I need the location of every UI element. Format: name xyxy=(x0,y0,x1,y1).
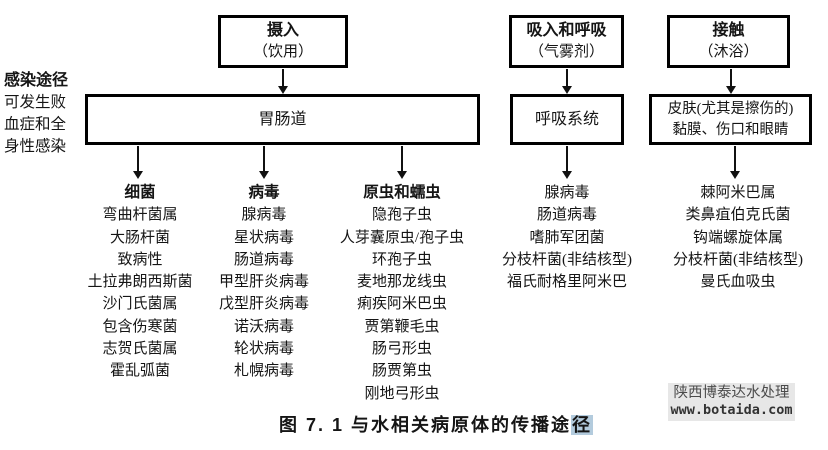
arrow-gi-to-protozoa xyxy=(397,146,407,179)
pathogen-list: 棘阿米巴属类鼻疽伯克氏菌钩端螺旋体属分枝杆菌(非结核型) 曼氏血吸虫 xyxy=(653,182,823,293)
route-title: 摄入 xyxy=(266,22,299,39)
route-subtitle: （饮用） xyxy=(252,44,313,60)
route-title: 接触 xyxy=(712,22,745,39)
watermark-company: 陕西博泰达水处理 xyxy=(673,385,790,401)
system-label-line2: 黏膜、伤口和眼睛 xyxy=(672,121,789,138)
system-box-skin: 皮肤(尤其是擦伤的) 黏膜、伤口和眼睛 xyxy=(649,94,812,145)
watermark: 陕西博泰达水处理 www.botaida.com xyxy=(668,383,795,421)
pathogen-item: 致病性 xyxy=(117,251,163,268)
pathogen-item: 钩端螺旋体属 xyxy=(692,229,783,246)
arrow-gi-to-bacteria xyxy=(133,146,143,179)
note-line: 可发生败 xyxy=(4,94,67,111)
route-subtitle: （沐浴） xyxy=(698,44,759,60)
route-box-contact: 接触 （沐浴） xyxy=(667,15,790,68)
pathogen-item: 肠道病毒 xyxy=(233,251,294,268)
pathogen-item: 大肠杆菌 xyxy=(109,229,170,246)
arrow-contact-to-skin xyxy=(726,69,736,94)
watermark-url: www.botaida.com xyxy=(670,402,793,418)
pathogen-item: 隐孢子虫 xyxy=(371,207,432,224)
pathogen-item: 环孢子虫 xyxy=(371,251,432,268)
note-line: 身性感染 xyxy=(4,138,67,155)
note-line: 血症和全 xyxy=(4,116,67,133)
pathogen-item: 霍乱弧菌 xyxy=(109,363,170,380)
pathogen-column-bacteria: 细菌 弯曲杆菌属大肠杆菌致病性土拉弗朗西斯菌沙门氏菌属包含伤寒菌志贺氏菌属霍乱弧… xyxy=(60,182,220,383)
pathogen-item: 腺病毒 xyxy=(241,207,287,224)
pathogen-column-header: 原虫和蠕虫 xyxy=(363,184,441,201)
pathogen-list: 腺病毒肠道病毒嗜肺军团菌分枝杆菌(非结核型) 福氏耐格里阿米巴 xyxy=(482,182,652,293)
figure-caption: 图 7. 1 与水相关病原体的传播途径 xyxy=(44,411,828,437)
pathogen-item: 志贺氏菌属 xyxy=(102,341,178,358)
pathogen-column-protozoa-helminths: 原虫和蠕虫 隐孢子虫人芽囊原虫/孢子虫环孢子虫麦地那龙线虫痢疾阿米巴虫贾第鞭毛虫… xyxy=(317,182,487,405)
pathogen-column-respiratory: 腺病毒肠道病毒嗜肺军团菌分枝杆菌(非结核型) 福氏耐格里阿米巴 xyxy=(482,182,652,293)
pathogen-list: 隐孢子虫人芽囊原虫/孢子虫环孢子虫麦地那龙线虫痢疾阿米巴虫贾第鞭毛虫肠弓形虫肠贾… xyxy=(317,204,487,405)
pathogen-item: 肠贾第虫 xyxy=(371,363,432,380)
route-title: 吸入和呼吸 xyxy=(526,22,607,39)
pathogen-item: 腺病毒 xyxy=(544,185,590,201)
pathogen-column-header: 病毒 xyxy=(248,184,280,201)
pathogen-item: 痢疾阿米巴虫 xyxy=(356,296,447,313)
pathogen-item: 戊型肝炎病毒 xyxy=(218,296,309,313)
arrow-skin-to-list xyxy=(730,146,740,179)
pathogen-item: 星状病毒 xyxy=(233,229,294,246)
pathogen-item: 福氏耐格里阿米巴 xyxy=(506,274,627,291)
arrow-gi-to-viruses xyxy=(259,146,269,179)
arrow-respiratory-to-list xyxy=(562,146,572,179)
note-title: 感染途径 xyxy=(4,72,69,89)
arrow-inhalation-to-respiratory xyxy=(562,69,572,94)
pathogen-item: 轮状病毒 xyxy=(233,341,294,358)
pathogen-item: 肠弓形虫 xyxy=(371,341,432,358)
pathogen-item: 札幌病毒 xyxy=(233,363,294,380)
pathogen-item: 麦地那龙线虫 xyxy=(356,274,447,291)
pathogen-item: 类鼻疽伯克氏菌 xyxy=(685,207,791,224)
pathogen-item: 肠道病毒 xyxy=(536,207,597,224)
system-box-gi-tract: 胃肠道 xyxy=(85,94,480,145)
route-box-inhalation: 吸入和呼吸 （气雾剂） xyxy=(509,15,624,68)
route-box-ingestion: 摄入 （饮用） xyxy=(218,15,348,68)
pathogen-item: 人芽囊原虫/孢子虫 xyxy=(339,229,465,246)
pathogen-column-skin-contact: 棘阿米巴属类鼻疽伯克氏菌钩端螺旋体属分枝杆菌(非结核型) 曼氏血吸虫 xyxy=(653,182,823,293)
pathogen-item: 分枝杆菌(非结核型) xyxy=(673,251,803,268)
pathogen-item: 诺沃病毒 xyxy=(233,318,294,335)
pathogen-item: 包含伤寒菌 xyxy=(102,318,178,335)
infection-route-note: 感染途径 可发生败 血症和全 身性感染 xyxy=(4,70,86,158)
pathogen-list: 弯曲杆菌属大肠杆菌致病性土拉弗朗西斯菌沙门氏菌属包含伤寒菌志贺氏菌属霍乱弧菌 xyxy=(60,204,220,382)
pathogen-column-viruses: 病毒 腺病毒星状病毒肠道病毒甲型肝炎病毒戊型肝炎病毒诺沃病毒轮状病毒札幌病毒 xyxy=(184,182,344,383)
pathogen-item: 土拉弗朗西斯菌 xyxy=(87,274,193,291)
pathogen-item: 贾第鞭毛虫 xyxy=(364,318,440,335)
arrow-ingestion-to-gi xyxy=(278,69,288,94)
caption-highlight: 径 xyxy=(571,415,594,435)
pathogen-item: 棘阿米巴属 xyxy=(700,185,776,201)
pathogen-list: 腺病毒星状病毒肠道病毒甲型肝炎病毒戊型肝炎病毒诺沃病毒轮状病毒札幌病毒 xyxy=(184,204,344,382)
pathogen-item: 弯曲杆菌属 xyxy=(102,207,178,224)
pathogen-item: 沙门氏菌属 xyxy=(102,296,178,313)
pathogen-column-header: 细菌 xyxy=(124,184,156,201)
route-subtitle: （气雾剂） xyxy=(528,44,604,60)
pathogen-item: 分枝杆菌(非结核型) xyxy=(502,251,632,268)
system-label: 呼吸系统 xyxy=(534,110,599,128)
caption-text: 图 7. 1 与水相关病原体的传播途 xyxy=(278,415,572,435)
pathogen-item: 嗜肺军团菌 xyxy=(529,229,605,246)
system-label-line1: 皮肤(尤其是擦伤的) xyxy=(667,100,794,117)
pathogen-item: 曼氏血吸虫 xyxy=(700,274,776,291)
pathogen-item: 甲型肝炎病毒 xyxy=(218,274,309,291)
system-box-respiratory: 呼吸系统 xyxy=(510,94,624,145)
pathogen-item: 刚地弓形虫 xyxy=(364,385,440,402)
system-label: 胃肠道 xyxy=(258,110,307,128)
